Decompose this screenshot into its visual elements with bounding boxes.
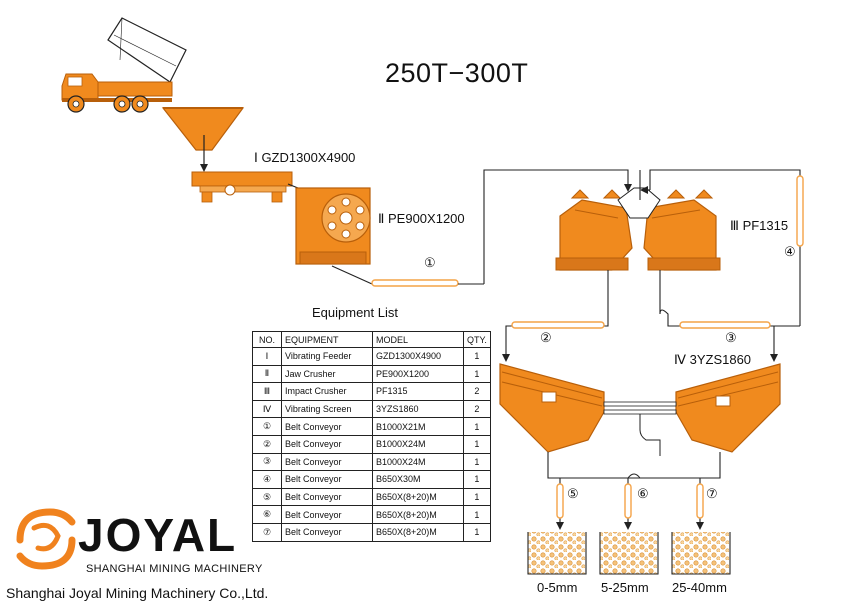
row-qty: 1 [463,522,491,542]
row-qty: 1 [463,347,491,366]
page-title: 250T−300T [385,58,529,88]
row-equipment: Vibrating Feeder [281,347,373,366]
product-label-25-40mm: 25-40mm [672,580,727,595]
row-equipment: Belt Conveyor [281,452,373,472]
product-label-0-5mm: 0-5mm [537,580,578,595]
row-model: B1000X24M [372,452,464,472]
conveyor-3-label: ③ [725,330,737,345]
table-header-row: NO. EQUIPMENT MODEL QTY. [252,331,491,348]
jaw-crusher-icon [295,187,371,265]
row-qty: 1 [463,434,491,454]
row-equipment: Belt Conveyor [281,417,373,436]
conveyor-6-label: ⑥ [637,486,649,501]
row-model: B650X30M [372,470,464,489]
equipment-list-title: Equipment List [312,305,398,320]
row-qty: 1 [463,364,491,384]
row-model: GZD1300X4900 [372,347,464,366]
vibrating-screen-icon [499,363,781,456]
row-qty: 1 [463,417,491,436]
hopper-icon [161,107,245,172]
row-qty: 1 [463,505,491,524]
header-model: MODEL [372,331,464,348]
impact-crusher-label: Ⅲ PF1315 [730,218,789,233]
logo-name: JOYAL [78,509,238,561]
row-qty: 1 [463,487,491,507]
product-conveyors [547,452,721,530]
row-model: PE900X1200 [372,364,464,384]
header-equipment: EQUIPMENT [281,331,373,348]
row-no: ④ [252,470,282,489]
row-no: ⑦ [252,522,282,542]
row-model: B650X(8+20)M [372,487,464,507]
row-equipment: Belt Conveyor [281,522,373,542]
row-model: B650X(8+20)M [372,522,464,542]
row-equipment: Belt Conveyor [281,470,373,489]
row-no: ① [252,417,282,436]
stockpile-icon [527,532,731,575]
row-equipment: Jaw Crusher [281,364,373,384]
row-equipment: Vibrating Screen [281,399,373,419]
row-equipment: Impact Crusher [281,382,373,401]
joyal-logo-icon [16,508,76,570]
company-name: Shanghai Joyal Mining Machinery Co.,Ltd. [6,585,269,601]
row-model: B1000X24M [372,434,464,454]
conveyor-4-label: ④ [784,244,796,259]
row-no: ③ [252,452,282,472]
dump-truck-icon [61,17,187,113]
row-qty: 1 [463,470,491,489]
belt-conveyor-2 [502,270,609,362]
row-no: ② [252,434,282,454]
header-qty: QTY. [463,331,491,348]
row-no: ⑥ [252,505,282,524]
row-equipment: Belt Conveyor [281,487,373,507]
conveyor-5-label: ⑤ [567,486,579,501]
row-no: Ⅲ [252,382,282,401]
row-model: B650X(8+20)M [372,505,464,524]
row-equipment: Belt Conveyor [281,505,373,524]
belt-conveyor-1 [331,169,632,287]
row-model: PF1315 [372,382,464,401]
row-no: Ⅱ [252,364,282,384]
row-no: ⑤ [252,487,282,507]
row-equipment: Belt Conveyor [281,434,373,454]
conveyor-7-label: ⑦ [706,486,718,501]
conveyor-1-label: ① [424,255,436,270]
row-model: B1000X21M [372,417,464,436]
jaw-crusher-label: Ⅱ PE900X1200 [378,211,465,226]
row-model: 3YZS1860 [372,399,464,419]
row-no: Ⅰ [252,347,282,366]
screen-label: Ⅳ 3YZS1860 [674,352,752,367]
row-qty: 1 [463,452,491,472]
conveyor-2-label: ② [540,330,552,345]
logo-subtitle: SHANGHAI MINING MACHINERY [86,563,263,575]
feeder-label: Ⅰ GZD1300X4900 [254,150,356,165]
belt-conveyor-4 [640,169,804,326]
row-no: Ⅳ [252,399,282,419]
row-qty: 2 [463,382,491,401]
impact-crusher-icon [555,170,721,271]
header-no: NO. [252,331,282,348]
belt-conveyor-3 [659,270,800,362]
product-label-5-25mm: 5-25mm [601,580,649,595]
row-qty: 2 [463,399,491,419]
